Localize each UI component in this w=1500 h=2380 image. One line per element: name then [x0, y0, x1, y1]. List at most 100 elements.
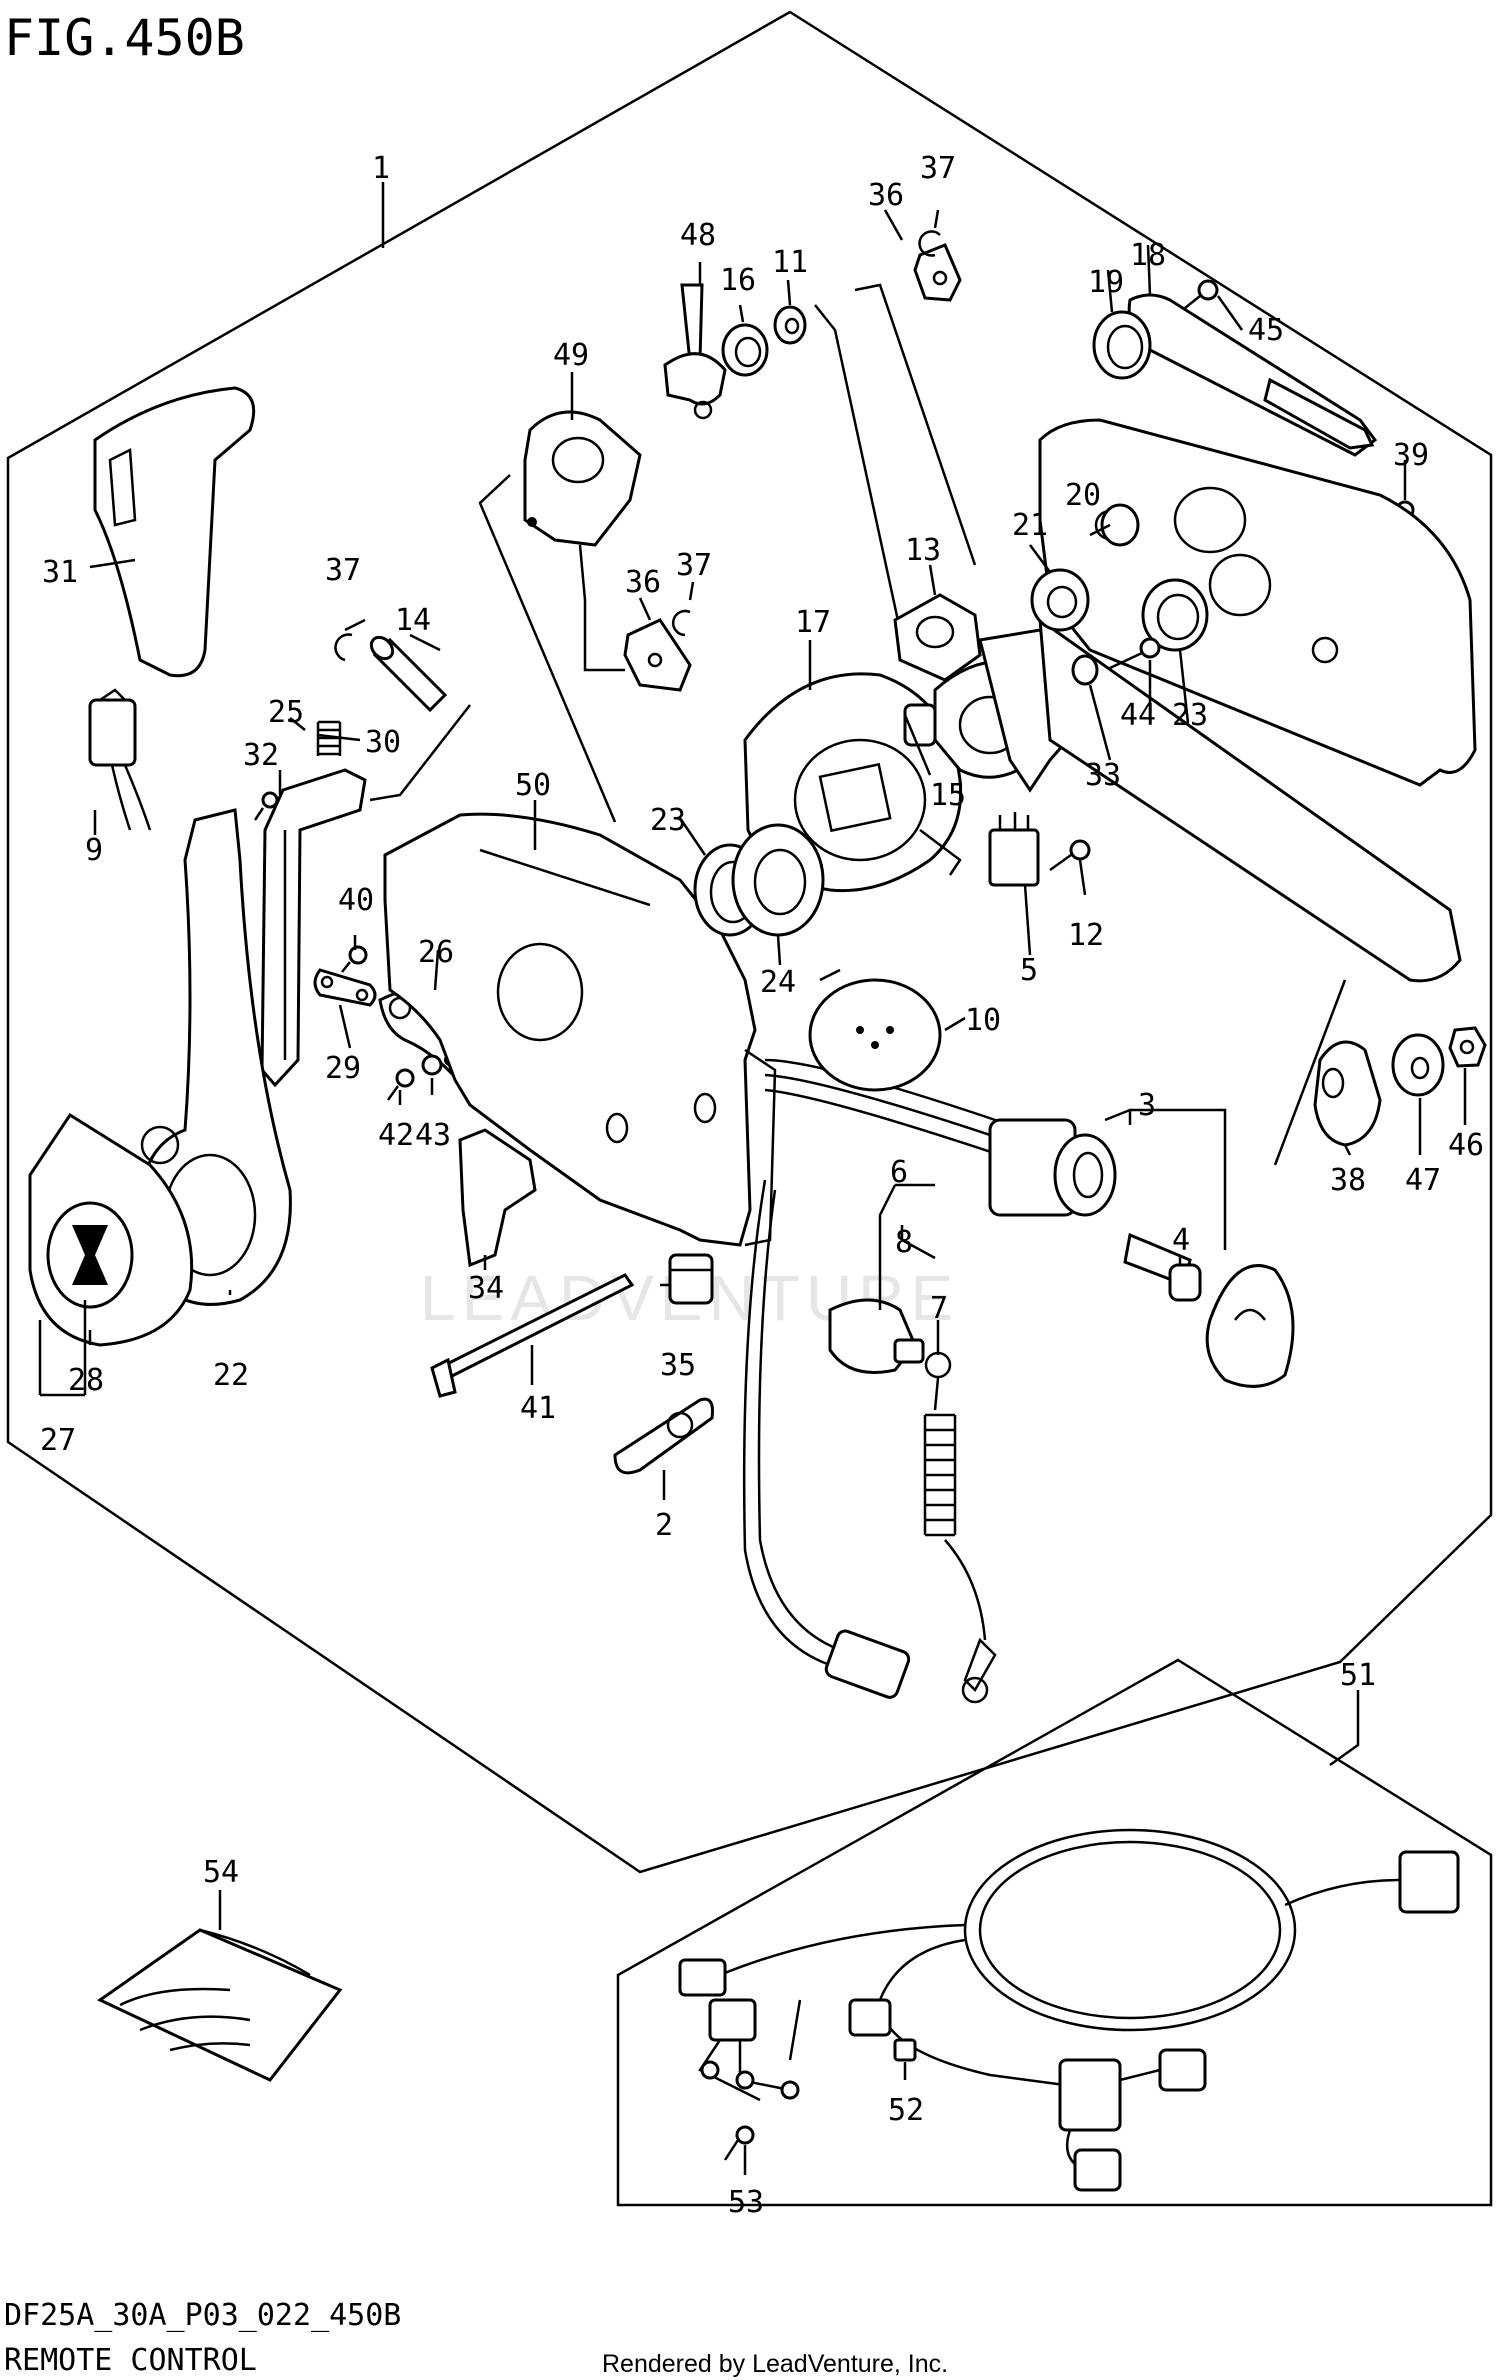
part-30-spring: [316, 720, 342, 756]
section-name: REMOTE CONTROL: [4, 2343, 257, 2378]
callout-5: 5: [1020, 953, 1038, 988]
callout-36-upper: 36: [868, 178, 904, 213]
part-47-washer: [1391, 1033, 1445, 1097]
callout-9: 9: [85, 833, 103, 868]
callout-52: 52: [888, 2093, 924, 2128]
callout-17: 17: [795, 605, 831, 640]
callout-16: 16: [720, 263, 756, 298]
callout-36-lower: 36: [625, 565, 661, 600]
credit-text: Rendered by LeadVenture, Inc.: [602, 2350, 948, 2378]
leader-14-housing: [369, 704, 471, 802]
part-49-cover: [523, 410, 642, 547]
callout-30: 30: [365, 725, 401, 760]
part-54-bag: [97, 1928, 343, 2082]
callout-20: 20: [1065, 478, 1101, 513]
part-25-bracket: [260, 768, 367, 1088]
callout-51: 51: [1340, 1658, 1376, 1693]
callout-34: 34: [468, 1271, 504, 1306]
leader-49-36: [578, 544, 625, 672]
part-31-grip: [93, 386, 256, 678]
part-38-grommet: [1313, 1040, 1382, 1147]
callout-45: 45: [1248, 313, 1284, 348]
part-37-clip-top: [918, 230, 941, 257]
part-16-bushing: [721, 323, 769, 377]
part-45-screw: [1184, 279, 1219, 309]
leader-36-13: [854, 283, 977, 566]
callout-labels: 1 2 3 4 5 6 7 8 9 10 11 12 13 14 15 16 1…: [40, 151, 1484, 2220]
callout-37-left: 37: [325, 553, 361, 588]
part-4-key: [1123, 1232, 1202, 1302]
part-8-stop-switch: [828, 1298, 925, 1374]
callout-32: 32: [243, 738, 279, 773]
part-37-clip-center: [672, 609, 691, 637]
callout-50: 50: [515, 768, 551, 803]
callout-48: 48: [680, 218, 716, 253]
part-2-plate: [613, 1397, 714, 1475]
part-23-ring-right: [1141, 578, 1209, 652]
part-41-screw: [430, 1273, 635, 1398]
callout-13: 13: [905, 533, 941, 568]
callout-3: 3: [1138, 1088, 1156, 1123]
part-35-connector: [668, 1253, 714, 1305]
part-52-fuse: [893, 2038, 917, 2062]
part-36-bracket-lower: [623, 618, 692, 692]
callout-23-right: 23: [1172, 698, 1208, 733]
callout-24: 24: [760, 965, 796, 1000]
part-18-handle: [1127, 293, 1378, 457]
callout-53: 53: [728, 2185, 764, 2220]
callout-12: 12: [1068, 918, 1104, 953]
part-51-harness: [678, 1828, 1460, 2192]
callout-35: 35: [660, 1348, 696, 1383]
callout-29: 29: [325, 1051, 361, 1086]
callout-37-center: 37: [676, 548, 712, 583]
callout-25: 25: [268, 695, 304, 730]
callout-15: 15: [930, 778, 966, 813]
part-13-bracket: [893, 593, 982, 682]
part-48-lever: [663, 283, 727, 420]
callout-33: 33: [1085, 758, 1121, 793]
callout-6: 6: [890, 1155, 908, 1190]
harness-51-outline: [616, 1658, 1493, 2207]
part-5-switch: [988, 812, 1040, 887]
leader-38: [1273, 979, 1347, 1166]
part-3-keycap: [1205, 1264, 1295, 1388]
part-10-buzzer: [808, 968, 942, 1092]
callout-37-top: 37: [920, 151, 956, 186]
figure-title: FIG.450B: [4, 9, 245, 67]
part-44-screw: [1109, 637, 1161, 670]
callout-22: 22: [213, 1358, 249, 1393]
callout-38: 38: [1330, 1163, 1366, 1198]
part-40-screw: [341, 945, 368, 973]
callout-44: 44: [1120, 698, 1156, 733]
part-12-screw: [1049, 839, 1091, 872]
callout-2: 2: [655, 1508, 673, 1543]
callout-41: 41: [520, 1391, 556, 1426]
part-37-clip-left: [334, 633, 353, 662]
part-29-plate: [313, 968, 377, 1007]
part-50-housing: [383, 812, 777, 1247]
part-20-collar: [1100, 503, 1140, 547]
callout-10: 10: [965, 1003, 1001, 1038]
callout-47: 47: [1405, 1163, 1441, 1198]
part-24-washer: [731, 823, 825, 937]
callout-40: 40: [338, 883, 374, 918]
callout-4: 4: [1172, 1223, 1190, 1258]
model-code: DF25A_30A_P03_022_450B: [4, 2298, 401, 2333]
part-53-screw: [723, 2125, 755, 2161]
part-14-pin: [369, 635, 448, 713]
callout-14: 14: [395, 603, 431, 638]
callout-8: 8: [895, 1225, 913, 1260]
part-11-washer: [773, 305, 807, 345]
callout-28: 28: [68, 1363, 104, 1398]
callout-1: 1: [372, 151, 390, 186]
part-7-lanyard: [923, 1351, 997, 1704]
callout-54: 54: [203, 1855, 239, 1890]
part-27-cover: [28, 1112, 194, 1347]
callout-27: 27: [40, 1423, 76, 1458]
callout-43: 43: [415, 1118, 451, 1153]
leader-lines: [38, 182, 1467, 2175]
part-19-ring: [1092, 310, 1152, 380]
housing-wire: [742, 1058, 1011, 1699]
callout-46: 46: [1448, 1128, 1484, 1163]
part-21-bearing: [1030, 568, 1090, 632]
